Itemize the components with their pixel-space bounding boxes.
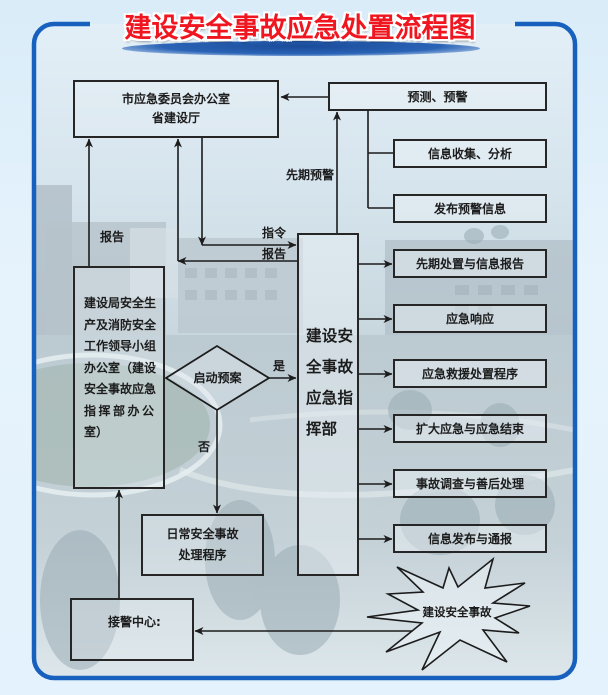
command-hq-line-3: 应急指 [306, 389, 353, 407]
daily-procedure-line-1: 日常安全事故 [166, 527, 239, 541]
output-label: 信息发布与通报 [427, 532, 512, 546]
forecast-label: 预测、预警 [407, 90, 468, 104]
node-output-early-response: 先期处置与信息报告 [393, 249, 547, 278]
bureau-office-line-4: 办公室（建设 [84, 360, 157, 375]
command-hq-text: 建设安 全事故 应急指 挥部 [306, 321, 353, 445]
output-label: 应急救援处置程序 [421, 367, 518, 381]
edge-label-yes: 是 [273, 359, 286, 373]
output-label: 扩大应急与应急结束 [415, 422, 524, 436]
output-label: 应急响应 [445, 312, 494, 326]
edge-label-instruction: 指令 [262, 226, 287, 240]
publish-warning-label: 发布预警信息 [433, 202, 506, 216]
node-output-emergency-response: 应急响应 [393, 304, 547, 333]
bureau-office-line-6: 指挥部办公 [84, 403, 154, 418]
bureau-office-line-1: 建设局安全生 [84, 296, 157, 310]
edge-label-command-report: 报告 [262, 247, 287, 261]
command-hq-line-4: 挥部 [306, 420, 338, 438]
node-output-rescue-procedure: 应急救援处置程序 [393, 359, 547, 388]
bureau-office-line-2: 产及消防安全 [84, 317, 157, 332]
node-output-expand-end: 扩大应急与应急结束 [393, 414, 547, 443]
command-hq-line-1: 建设安 [306, 327, 353, 345]
node-daily-procedure: 日常安全事故 处理程序 [141, 514, 264, 576]
node-output-info-release: 信息发布与通报 [393, 524, 547, 553]
title-underline-shadow [122, 41, 480, 56]
edge-label-bureau-report: 报告 [100, 230, 125, 244]
command-hq-line-2: 全事故 [306, 358, 353, 376]
decision-label: 启动预案 [193, 371, 242, 385]
node-output-investigation: 事故调查与善后处理 [393, 469, 547, 498]
alarm-center-label: 接警中心: [108, 615, 161, 629]
node-forecast: 预测、预警 [328, 82, 547, 111]
incident-starburst [366, 556, 531, 671]
bureau-office-line-3: 工作领导小组 [84, 339, 157, 353]
info-collect-label: 信息收集、分析 [427, 147, 512, 161]
daily-procedure-line-2: 处理程序 [178, 548, 227, 562]
edge-label-no: 否 [198, 440, 211, 454]
output-label: 先期处置与信息报告 [415, 257, 524, 271]
node-alarm-center: 接警中心: [70, 598, 194, 661]
page-frame [31, 21, 578, 681]
edge-label-early-warning: 先期预警 [286, 168, 335, 182]
bureau-office-line-5: 安全事故应急 [84, 382, 157, 396]
incident-label: 建设安全事故 [422, 605, 492, 619]
node-city-office: 市应急委员会办公室 省建设厅 [73, 80, 279, 138]
decision-diamond [164, 344, 271, 412]
output-label: 事故调查与善后处理 [415, 477, 524, 491]
bureau-office-text: 建设局安全生 产及消防安全 工作领导小组 办公室（建设 安全事故应急 指挥部办公… [84, 293, 157, 444]
city-office-line-2: 省建设厅 [151, 111, 200, 125]
node-bureau-office: 建设局安全生 产及消防安全 工作领导小组 办公室（建设 安全事故应急 指挥部办公… [73, 266, 165, 489]
page-title: 建设安全事故应急处置流程图 [124, 13, 476, 44]
node-command-hq: 建设安 全事故 应急指 挥部 [297, 233, 359, 576]
node-info-collect: 信息收集、分析 [393, 139, 547, 168]
bureau-office-line-7: 室） [84, 425, 109, 439]
node-publish-warning: 发布预警信息 [393, 194, 547, 223]
city-office-line-1: 市应急委员会办公室 [121, 92, 230, 106]
